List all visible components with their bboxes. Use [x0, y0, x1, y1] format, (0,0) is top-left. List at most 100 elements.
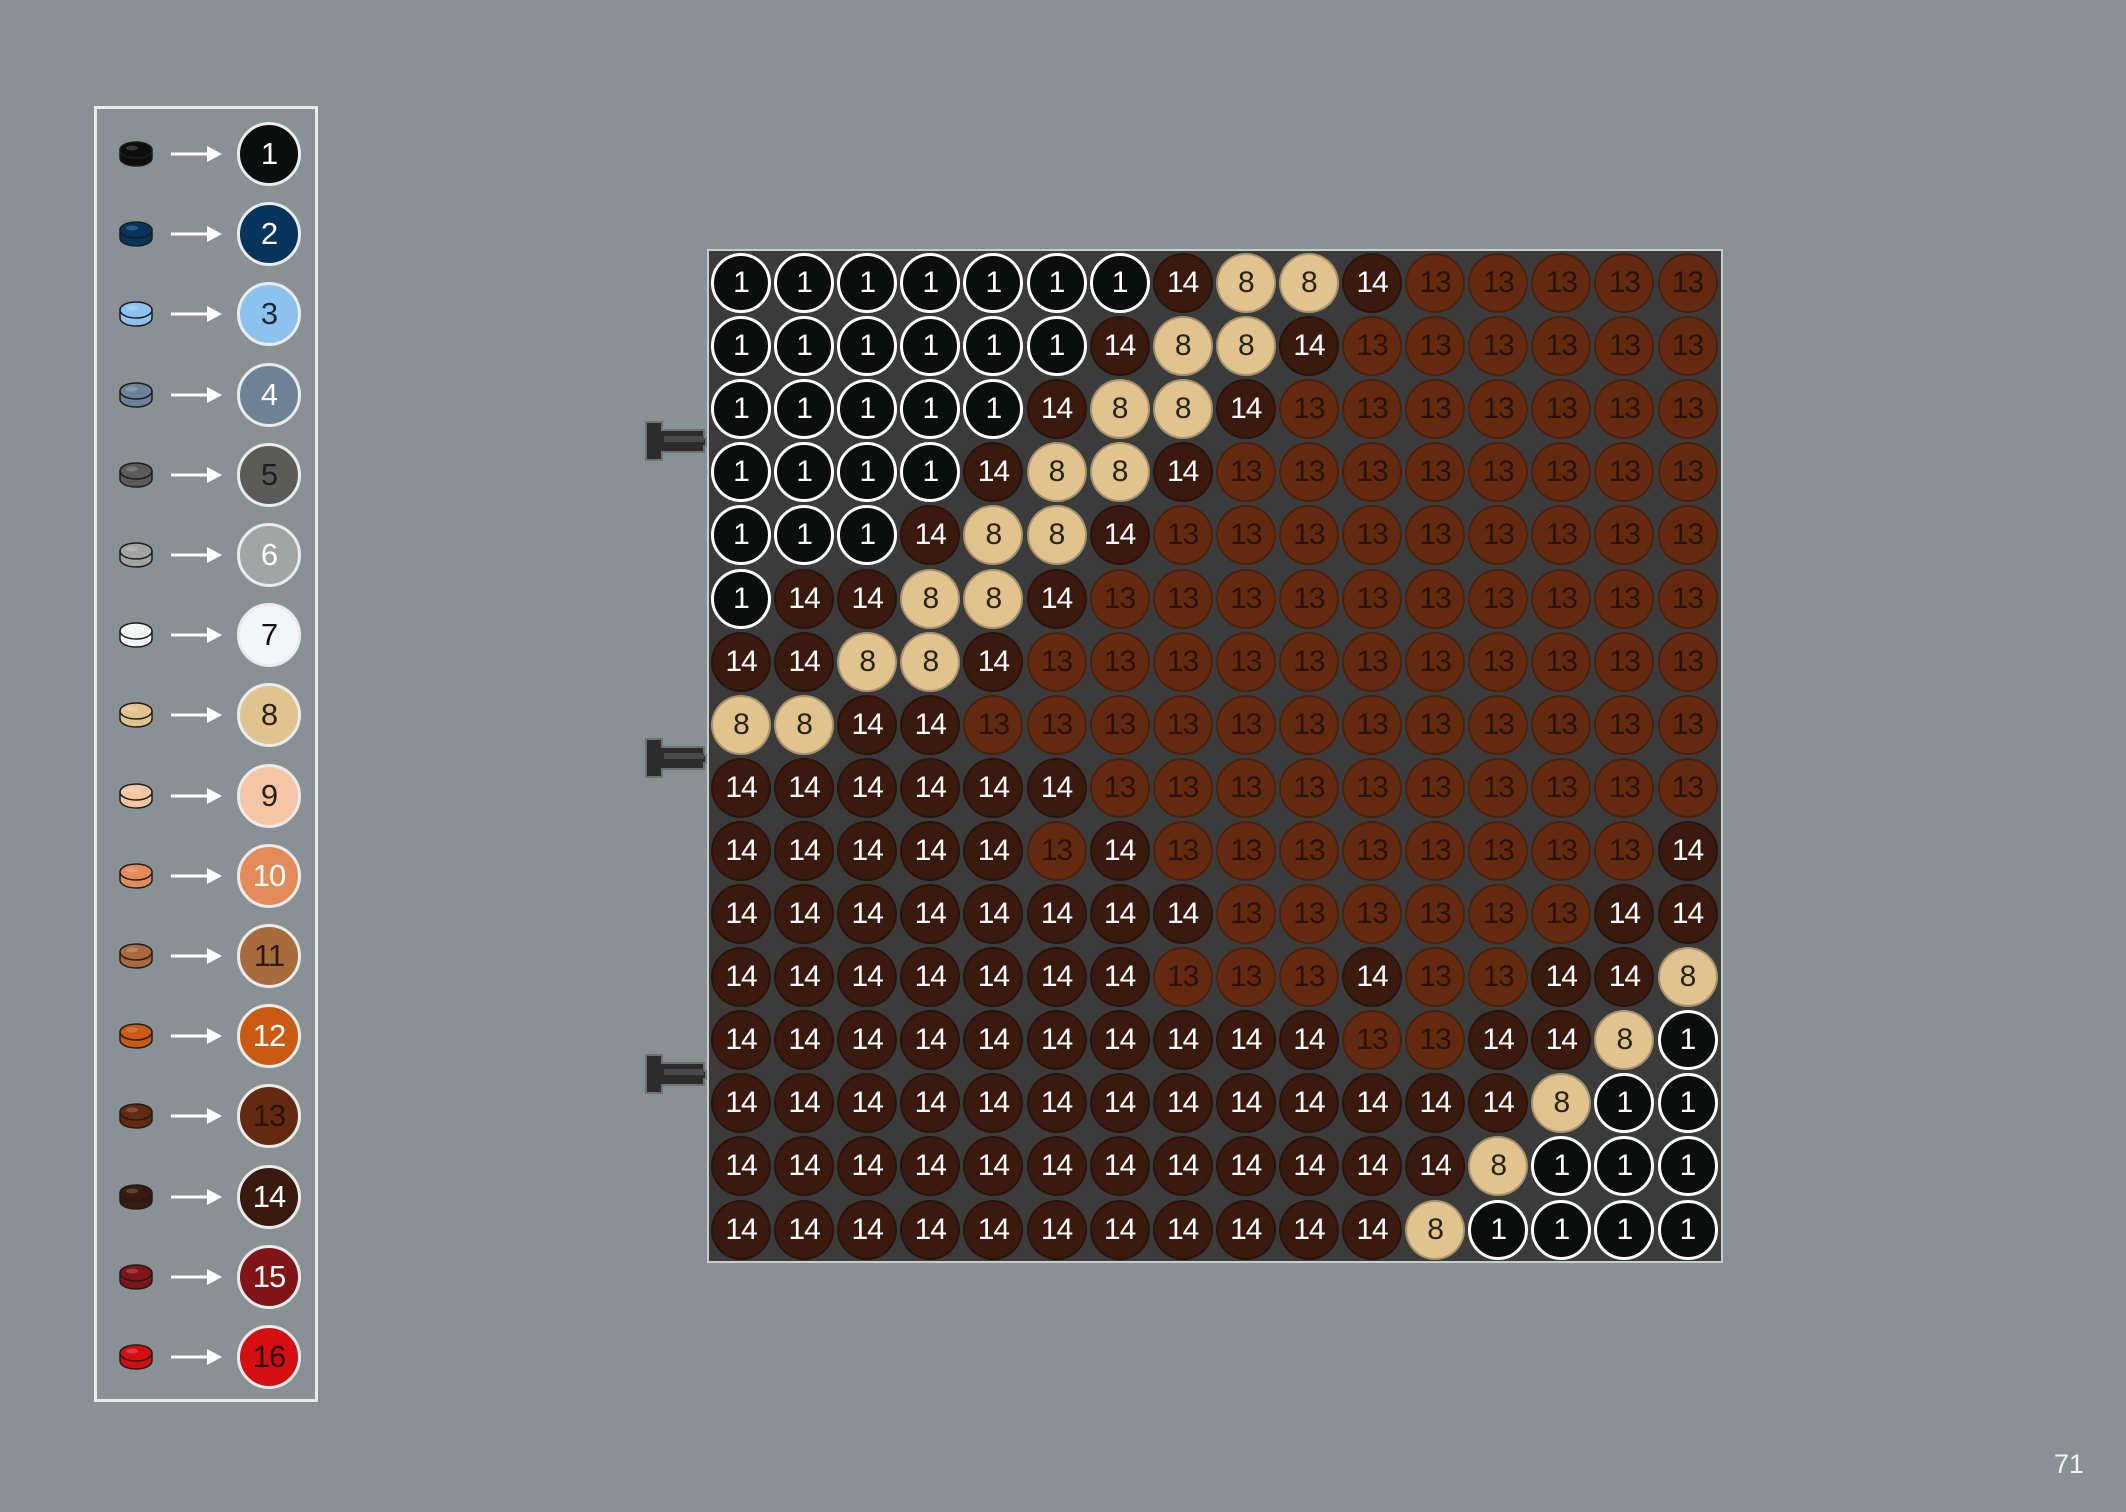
arrow-right-icon [171, 866, 223, 886]
legend-color-number: 3 [237, 282, 301, 347]
mosaic-dot: 8 [837, 631, 898, 692]
round-tile-icon [119, 1183, 153, 1211]
mosaic-dot: 13 [1215, 631, 1276, 692]
legend-row: 15 [97, 1237, 315, 1317]
arrow-right-icon [171, 1267, 223, 1287]
mosaic-dot: 14 [1657, 820, 1718, 881]
mosaic-dot: 14 [711, 820, 771, 881]
mosaic-dot: 13 [1468, 442, 1529, 503]
mosaic-dot: 14 [837, 694, 898, 755]
mosaic-dot: 8 [1152, 379, 1213, 440]
mosaic-dot: 13 [1405, 442, 1466, 503]
mosaic-dot: 8 [1215, 316, 1276, 377]
legend-row: 16 [97, 1317, 315, 1397]
mosaic-dot: 14 [1026, 1073, 1087, 1134]
baseplate-clip-icon [644, 733, 710, 781]
mosaic-dot: 14 [774, 820, 835, 881]
mosaic-dot: 1 [711, 568, 771, 629]
mosaic-dot: 8 [1215, 253, 1276, 313]
mosaic-dot: 14 [711, 1136, 771, 1197]
mosaic-dot: 13 [1531, 820, 1592, 881]
mosaic-dot: 13 [1531, 253, 1592, 313]
mosaic-dot: 14 [1342, 947, 1402, 1008]
mosaic-dot: 13 [1531, 505, 1592, 566]
legend-color-number: 12 [237, 1004, 301, 1069]
mosaic-dot: 13 [1405, 379, 1466, 440]
mosaic-dot: 14 [900, 694, 961, 755]
mosaic-dot: 13 [1657, 316, 1718, 377]
mosaic-dot: 8 [1594, 1010, 1655, 1071]
mosaic-dot: 13 [1215, 568, 1276, 629]
legend-row: 3 [97, 274, 315, 354]
mosaic-dot: 13 [1278, 631, 1339, 692]
mosaic-dot: 13 [1215, 757, 1276, 818]
mosaic-dot: 13 [1531, 568, 1592, 629]
mosaic-dot: 14 [1089, 884, 1150, 944]
mosaic-dot: 13 [1278, 379, 1339, 440]
mosaic-dot: 14 [1089, 947, 1150, 1008]
mosaic-dot: 13 [963, 694, 1024, 755]
mosaic-dot: 1 [1026, 253, 1087, 313]
mosaic-dot: 14 [963, 442, 1024, 503]
mosaic-dot: 14 [1278, 316, 1339, 377]
mosaic-dot: 13 [1215, 820, 1276, 881]
mosaic-dot: 1 [1657, 1010, 1718, 1071]
mosaic-dot: 14 [1468, 1010, 1529, 1071]
mosaic-dot: 14 [1594, 884, 1655, 944]
round-tile-icon [119, 1022, 153, 1050]
mosaic-dot: 13 [1468, 947, 1529, 1008]
mosaic-dot: 14 [711, 947, 771, 1008]
mosaic-dot: 14 [1089, 505, 1150, 566]
mosaic-dot: 14 [837, 1136, 898, 1197]
arrow-right-icon [171, 465, 223, 485]
mosaic-dot: 13 [1026, 631, 1087, 692]
round-tile-icon [119, 701, 153, 729]
arrow-right-icon [171, 786, 223, 806]
mosaic-dot: 13 [1657, 757, 1718, 818]
mosaic-dot: 13 [1531, 379, 1592, 440]
mosaic-dot: 14 [900, 1073, 961, 1134]
mosaic-dot: 13 [1468, 568, 1529, 629]
baseplate-clip-icon [644, 1049, 710, 1097]
mosaic-dot: 14 [900, 947, 961, 1008]
mosaic-dot: 13 [1089, 631, 1150, 692]
mosaic-dot: 14 [774, 947, 835, 1008]
mosaic-dot: 1 [963, 316, 1024, 377]
mosaic-dot: 13 [1278, 442, 1339, 503]
round-tile-icon [119, 140, 153, 168]
arrow-right-icon [171, 224, 223, 244]
arrow-right-icon [171, 946, 223, 966]
mosaic-dot: 14 [900, 820, 961, 881]
mosaic-dot: 8 [1026, 442, 1087, 503]
mosaic-dot: 13 [1089, 694, 1150, 755]
mosaic-dot: 1 [837, 316, 898, 377]
mosaic-dot: 13 [1278, 947, 1339, 1008]
mosaic-dot: 1 [837, 505, 898, 566]
mosaic-dot: 13 [1215, 505, 1276, 566]
legend-color-number: 11 [237, 924, 301, 988]
legend-color-number: 9 [237, 763, 301, 828]
mosaic-dot: 13 [1405, 1010, 1466, 1071]
mosaic-dot: 13 [1342, 694, 1402, 755]
mosaic-dot: 13 [1278, 757, 1339, 818]
legend-row: 14 [97, 1157, 315, 1237]
mosaic-dot: 14 [837, 1199, 898, 1260]
mosaic-dot: 14 [1278, 1199, 1339, 1260]
arrow-right-icon [171, 1187, 223, 1207]
mosaic-dot: 14 [1026, 947, 1087, 1008]
mosaic-dot: 13 [1594, 316, 1655, 377]
mosaic-dot: 13 [1026, 820, 1087, 881]
mosaic-dot: 14 [1342, 1073, 1402, 1134]
mosaic-dot: 13 [1531, 884, 1592, 944]
mosaic-dot: 14 [774, 1073, 835, 1134]
mosaic-dot: 13 [1152, 694, 1213, 755]
mosaic-dot: 1 [774, 316, 835, 377]
round-tile-icon [119, 220, 153, 248]
legend-color-number: 13 [237, 1084, 301, 1149]
legend-color-number: 4 [237, 362, 301, 427]
mosaic-dot: 14 [1152, 1073, 1213, 1134]
mosaic-dot: 14 [900, 1010, 961, 1071]
mosaic-dot: 13 [1342, 442, 1402, 503]
legend-color-number: 10 [237, 843, 301, 908]
